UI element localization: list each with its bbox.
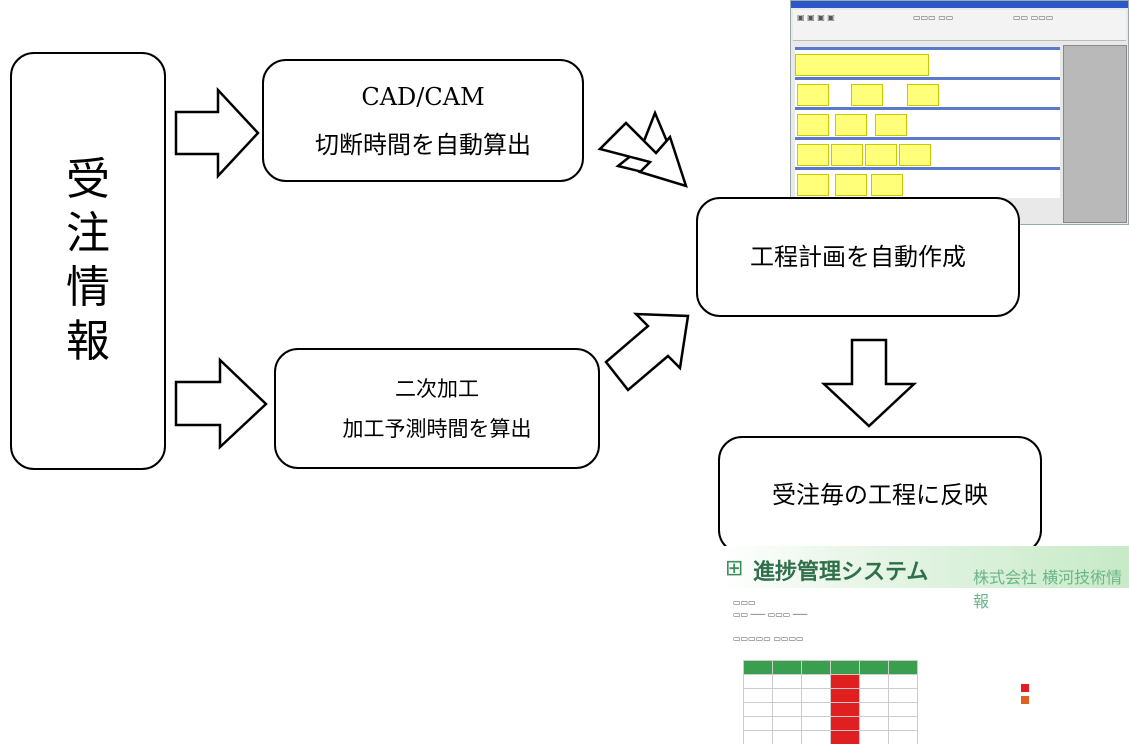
progress-company: 株式会社 横河技術情報 <box>973 568 1123 611</box>
order-info-char-4: 報 <box>66 316 110 367</box>
order-info-char-1: 受 <box>66 154 110 205</box>
progress-table <box>743 660 918 744</box>
gantt-lane-3 <box>795 107 1060 138</box>
secondary-title: 二次加工 <box>395 376 479 401</box>
secondary-subtitle: 加工予測時間を算出 <box>342 416 532 441</box>
progress-logo-icon: ⊞ <box>725 556 744 581</box>
schedule-gantt-screenshot: ▣ ▣ ▣ ▣ ▭▭▭ ▭▭ ▭▭ ▭▭▭ <box>790 0 1129 225</box>
gantt-lane-4 <box>795 137 1060 168</box>
gantt-lane-5 <box>795 167 1060 198</box>
secondary-processing-box: 二次加工 加工予測時間を算出 <box>274 348 600 469</box>
cadcam-box: CAD/CAM 切断時間を自動算出 <box>262 59 584 182</box>
gantt-side-panel <box>1063 45 1127 223</box>
reflect-label: 受注毎の工程に反映 <box>772 481 988 509</box>
cadcam-title: CAD/CAM <box>361 82 485 111</box>
order-info-char-2: 注 <box>66 208 110 259</box>
auto-schedule-box: 工程計画を自動作成 <box>696 197 1020 317</box>
order-info-char-3: 情 <box>66 262 110 313</box>
order-info-box: 受 注 情 報 <box>10 52 166 470</box>
gantt-titlebar <box>791 1 1128 8</box>
gantt-lane-2 <box>795 77 1060 108</box>
progress-header: ⊞ 進捗管理システム 株式会社 横河技術情報 <box>721 546 1129 611</box>
gantt-toolbar: ▣ ▣ ▣ ▣ ▭▭▭ ▭▭ ▭▭ ▭▭▭ <box>793 10 1126 41</box>
progress-system-screenshot: ⊞ 進捗管理システム 株式会社 横河技術情報 ▭▭▭ ▭▭ ─── ▭▭▭ ──… <box>721 546 1129 744</box>
progress-title: 進捗管理システム <box>753 559 929 585</box>
cadcam-subtitle: 切断時間を自動算出 <box>315 130 531 159</box>
reflect-box: 受注毎の工程に反映 <box>718 436 1042 554</box>
gantt-lane-1 <box>795 47 1060 78</box>
auto-schedule-label: 工程計画を自動作成 <box>750 243 966 271</box>
